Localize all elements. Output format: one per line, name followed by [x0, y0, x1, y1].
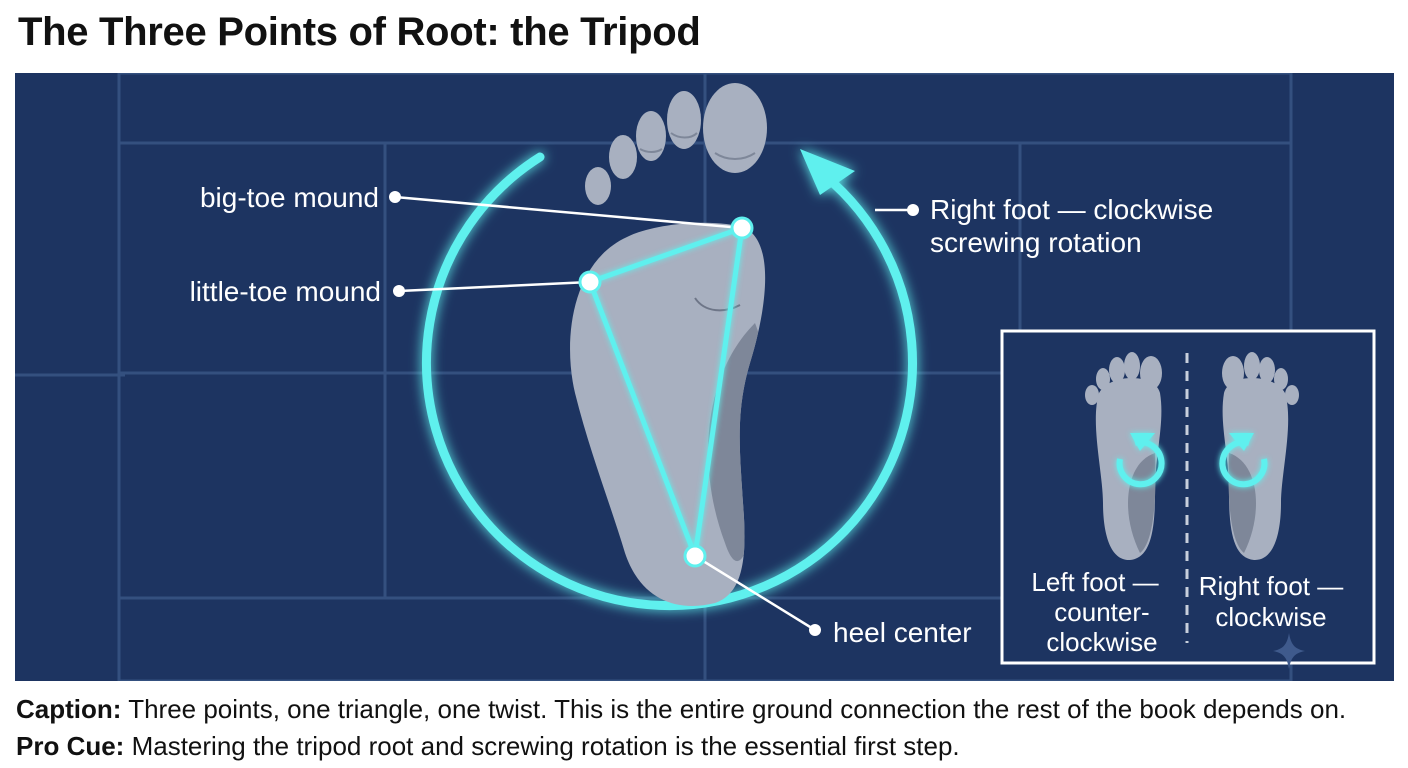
counter-clockwise-icon: [1116, 433, 1165, 488]
rotation-leader-dot: [907, 204, 919, 216]
caption: Caption: Three points, one triangle, one…: [16, 694, 1346, 725]
tripod-diagram: big-toe mound little-toe mound heel cent…: [15, 73, 1394, 681]
caption-text: Three points, one triangle, one twist. T…: [128, 694, 1347, 724]
diagram-panel: big-toe mound little-toe mound heel cent…: [15, 73, 1394, 681]
heel-label: heel center: [833, 617, 972, 648]
clockwise-icon: [1219, 433, 1268, 488]
toes: [585, 83, 767, 205]
little-toe-leader-dot: [393, 285, 405, 297]
left-right-inset: Left foot — counter- clockwise Right foo…: [1000, 329, 1376, 669]
third-toe: [636, 111, 666, 161]
big-toe-label: big-toe mound: [200, 182, 379, 213]
right-foot-label-line1: Right foot —: [1199, 571, 1344, 601]
heel-leader: [694, 554, 816, 632]
big-toe: [703, 83, 767, 173]
rotation-label-line2: screwing rotation: [930, 227, 1142, 258]
sparkle-icon: [1273, 633, 1305, 669]
sole-crease: [694, 297, 741, 312]
little-toe: [585, 167, 611, 205]
second-toe: [667, 91, 701, 149]
left-foot-illustration: [1085, 352, 1165, 561]
arrowhead-icon: [800, 149, 855, 195]
little-toe-leader: [398, 280, 591, 293]
big-toe-mound-point: [730, 216, 754, 240]
tripod-triangle: [587, 225, 745, 559]
heel-leader-dot: [809, 624, 821, 636]
left-foot-label-line2: counter-: [1054, 597, 1149, 627]
big-toe-leader: [394, 195, 743, 230]
pro-cue-text: Mastering the tripod root and screwing r…: [131, 731, 960, 761]
caption-label: Caption:: [16, 694, 122, 724]
left-foot-label-line3: clockwise: [1046, 627, 1157, 657]
rotation-label-line1: Right foot — clockwise: [930, 194, 1213, 225]
little-toe-label: little-toe mound: [190, 276, 381, 307]
right-foot-small-illustration: [1219, 352, 1299, 561]
pro-cue: Pro Cue: Mastering the tripod root and s…: [16, 731, 960, 762]
heel-center-point: [683, 544, 707, 568]
page-title: The Three Points of Root: the Tripod: [18, 10, 701, 54]
big-toe-leader-dot: [389, 191, 401, 203]
fourth-toe: [609, 135, 637, 179]
pro-cue-label: Pro Cue:: [16, 731, 125, 761]
right-foot-label-line2: clockwise: [1215, 602, 1326, 632]
rotation-arrow: [421, 149, 917, 611]
left-foot-label-line1: Left foot —: [1031, 567, 1158, 597]
little-toe-mound-point: [578, 270, 602, 294]
